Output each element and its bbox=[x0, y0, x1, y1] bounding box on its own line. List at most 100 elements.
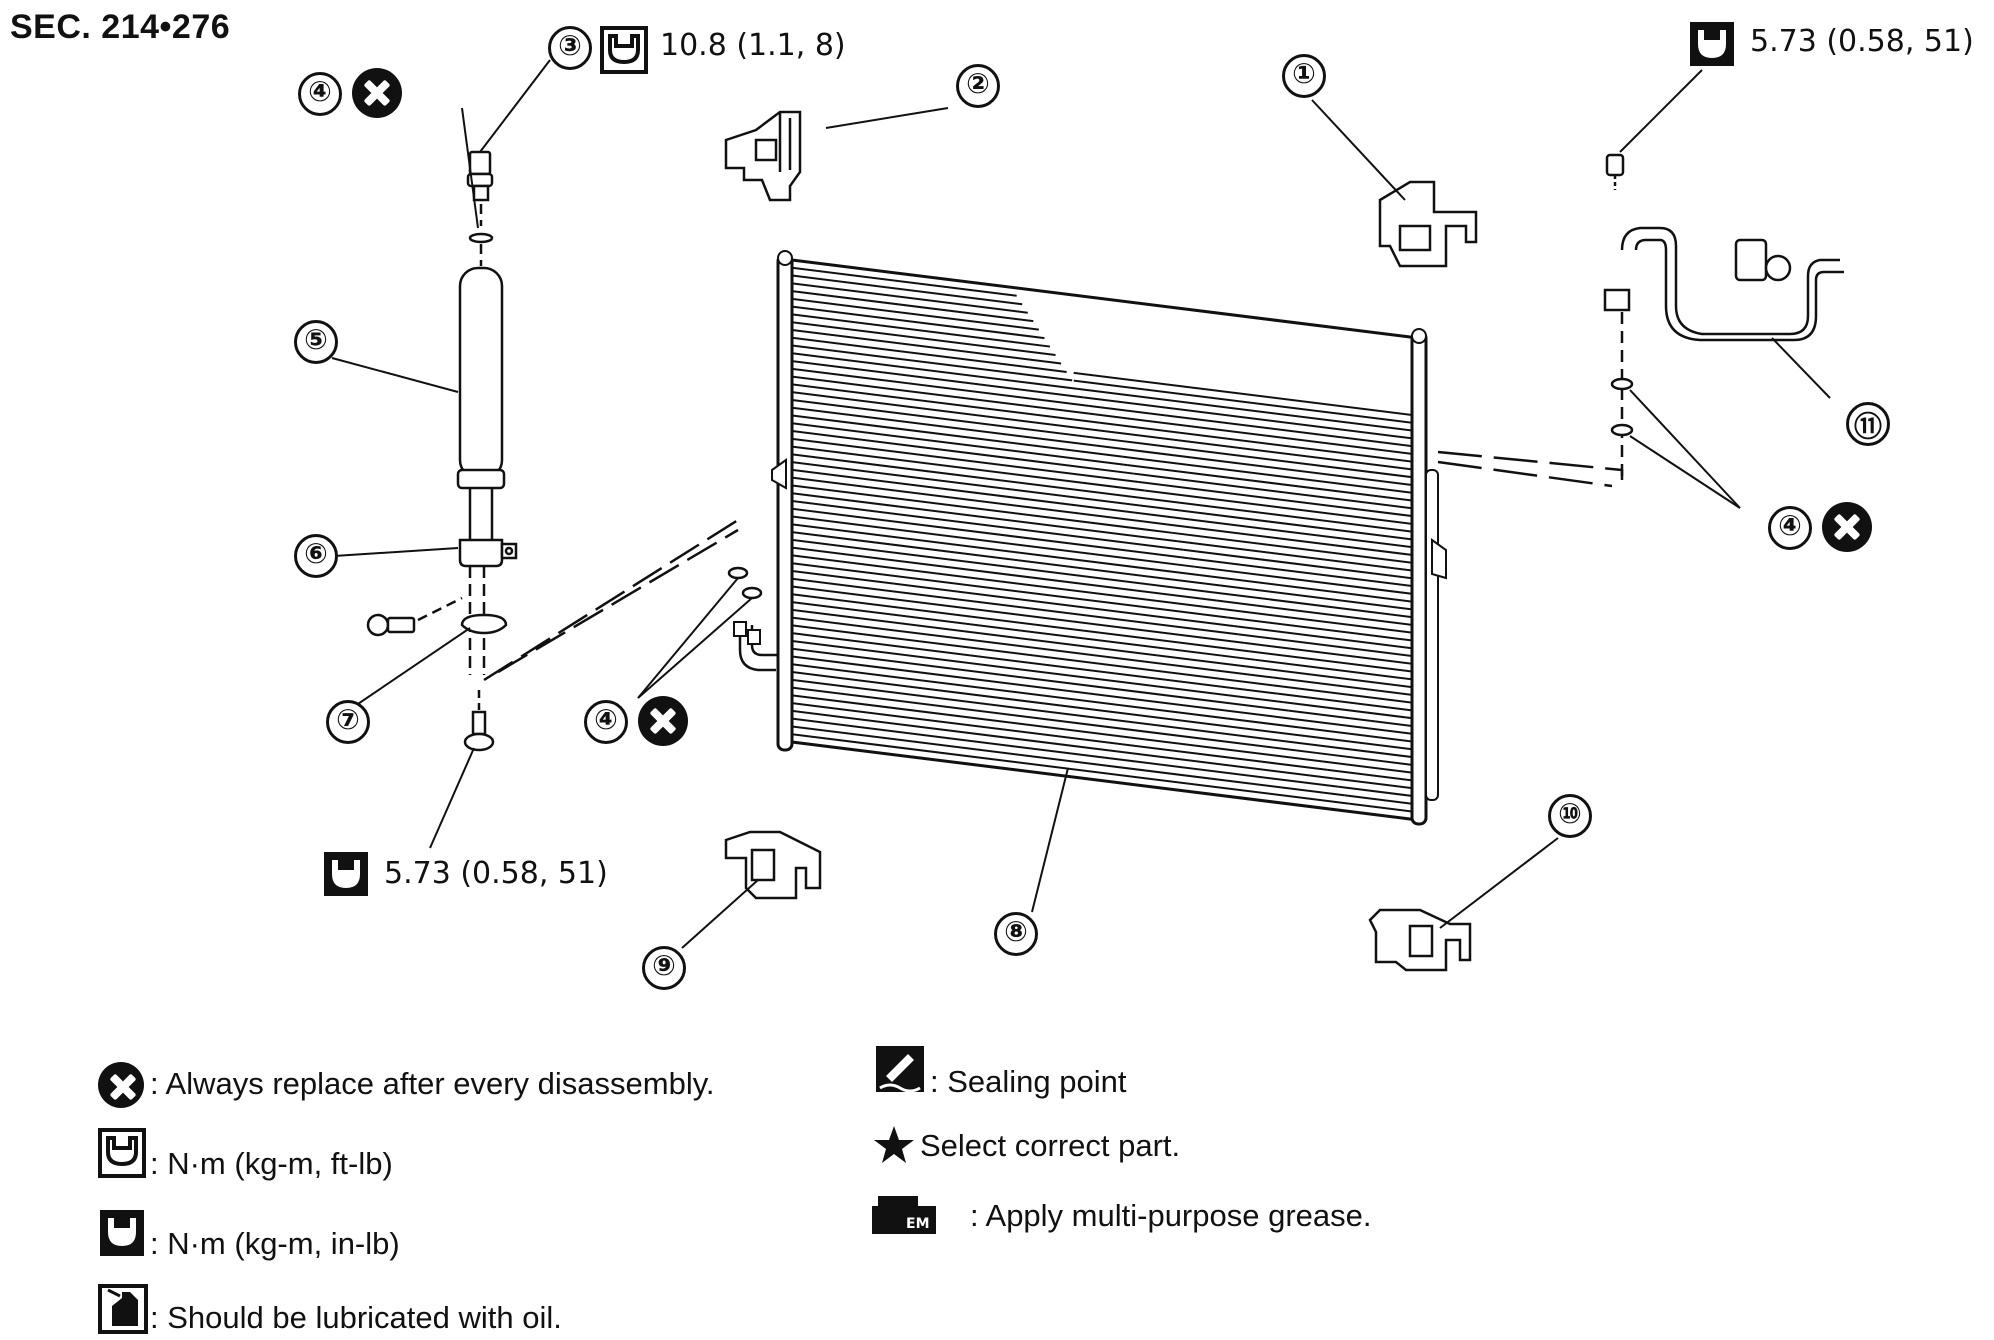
condenser-fin bbox=[792, 717, 1339, 788]
wrench-outline-icon bbox=[98, 1128, 146, 1178]
condenser-fin bbox=[1166, 523, 1418, 557]
condenser-fin bbox=[1277, 692, 1418, 713]
condenser-fin bbox=[1122, 455, 1418, 495]
condenser-fin bbox=[1144, 489, 1418, 526]
condenser-fin bbox=[1172, 531, 1418, 565]
condenser-fin bbox=[792, 297, 1039, 331]
condenser-fin bbox=[792, 585, 1245, 644]
condenser-fin bbox=[792, 476, 1167, 526]
condenser-fin bbox=[792, 694, 1323, 763]
condenser-fin bbox=[1327, 768, 1418, 783]
callout-2: ② bbox=[956, 64, 1000, 108]
condenser-fin bbox=[792, 725, 1345, 797]
star-icon bbox=[874, 1126, 914, 1163]
torque-spec-outlet-bolt: 5.73 (0.58, 51) bbox=[1750, 24, 1974, 59]
condenser-fin bbox=[792, 593, 1251, 653]
condenser-fin bbox=[1216, 599, 1418, 627]
legend-grease: : Apply multi-purpose grease. bbox=[970, 1198, 1372, 1233]
callout-6: ⑥ bbox=[294, 534, 338, 578]
condenser-fin bbox=[1255, 658, 1418, 682]
condenser-fin bbox=[1316, 751, 1418, 767]
x-circle-icon bbox=[352, 68, 402, 118]
condenser-fin bbox=[792, 577, 1239, 636]
condenser-fin bbox=[792, 336, 1067, 373]
condenser-fin bbox=[1077, 387, 1418, 433]
x-circle-icon bbox=[1822, 502, 1872, 552]
condenser-fin bbox=[792, 461, 1156, 509]
legend-replace: : Always replace after every disassembly… bbox=[150, 1066, 715, 1101]
condenser-fin bbox=[792, 507, 1189, 560]
condenser-fin bbox=[792, 437, 1139, 484]
condenser-fin bbox=[1244, 641, 1418, 666]
svg-text:EM: EM bbox=[906, 1216, 930, 1232]
oil-can-icon bbox=[98, 1284, 148, 1334]
legend-torque-ftlb: : N·m (kg-m, ft-lb) bbox=[150, 1146, 393, 1181]
condenser-fin bbox=[1205, 582, 1418, 612]
condenser-fin bbox=[1305, 735, 1418, 752]
callout-3: ③ bbox=[548, 26, 592, 70]
legend-sealing: : Sealing point bbox=[930, 1064, 1127, 1099]
sealing-icon bbox=[876, 1046, 924, 1093]
condenser-fin bbox=[792, 671, 1306, 737]
grease-icon: EM bbox=[872, 1196, 936, 1234]
callout-11: ⑪ bbox=[1846, 402, 1890, 446]
condenser-fin bbox=[792, 398, 1112, 441]
condenser-fin bbox=[1116, 447, 1418, 487]
condenser-fin bbox=[1344, 794, 1418, 806]
condenser-fin bbox=[1099, 421, 1418, 464]
condenser-fin bbox=[1105, 430, 1418, 472]
condenser-fin bbox=[1188, 557, 1418, 588]
condenser-fin bbox=[792, 702, 1328, 771]
condenser-fin bbox=[792, 282, 1028, 314]
condenser-fin bbox=[792, 500, 1184, 551]
condenser-fin bbox=[792, 616, 1267, 678]
callout-1: ① bbox=[1282, 54, 1326, 98]
condenser-fin bbox=[1283, 701, 1418, 720]
condenser-fin bbox=[792, 538, 1212, 594]
condenser-fin bbox=[792, 414, 1123, 458]
condenser-fin bbox=[792, 562, 1228, 619]
condenser-fin bbox=[1233, 624, 1418, 650]
condenser-fin bbox=[792, 383, 1101, 424]
condenser-fin bbox=[1338, 785, 1418, 798]
section-title: SEC. 214•276 bbox=[10, 8, 231, 46]
callout-4: ④ bbox=[1768, 506, 1812, 550]
condenser-fin bbox=[792, 352, 1078, 390]
outlet-pipe bbox=[1437, 153, 1844, 488]
condenser-fin bbox=[1194, 565, 1418, 596]
condenser-fin bbox=[1221, 608, 1418, 635]
condenser-fin bbox=[792, 321, 1056, 357]
condenser-fin bbox=[792, 367, 1089, 407]
wrench-filled-icon bbox=[100, 1210, 144, 1256]
condenser-fin bbox=[792, 601, 1256, 661]
condenser-fin bbox=[792, 406, 1117, 450]
condenser-fin bbox=[1183, 548, 1418, 580]
condenser-fin bbox=[1266, 675, 1418, 697]
condenser-fin bbox=[792, 624, 1273, 687]
condenser-fin bbox=[792, 647, 1289, 712]
condenser-fin bbox=[792, 663, 1300, 729]
condenser-fin bbox=[1133, 472, 1418, 511]
condenser-fin bbox=[792, 733, 1350, 805]
condenser-fin bbox=[1333, 777, 1418, 790]
callout-7: ⑦ bbox=[326, 700, 370, 744]
x-circle-icon bbox=[98, 1062, 144, 1108]
legend-oil: : Should be lubricated with oil. bbox=[150, 1300, 562, 1335]
condenser-fin bbox=[792, 391, 1106, 433]
condenser-fin bbox=[792, 523, 1201, 577]
condenser-core bbox=[733, 250, 1447, 826]
condenser-fin bbox=[1160, 514, 1418, 549]
leader-lines bbox=[331, 59, 1831, 949]
condenser-fin bbox=[792, 375, 1095, 416]
receiver-drier-assembly bbox=[366, 150, 763, 752]
condenser-fin bbox=[1127, 464, 1418, 503]
condenser-fin bbox=[792, 515, 1195, 568]
condenser-fin bbox=[792, 274, 1023, 306]
wrench-filled-icon bbox=[324, 852, 368, 896]
torque-spec-drier-bolt: 5.73 (0.58, 51) bbox=[384, 856, 608, 891]
condenser-fin bbox=[792, 639, 1284, 704]
legend-select-part: Select correct part. bbox=[920, 1128, 1181, 1163]
condenser-fin bbox=[792, 569, 1234, 627]
condenser-fin bbox=[792, 546, 1217, 602]
condenser-fin bbox=[792, 468, 1162, 517]
